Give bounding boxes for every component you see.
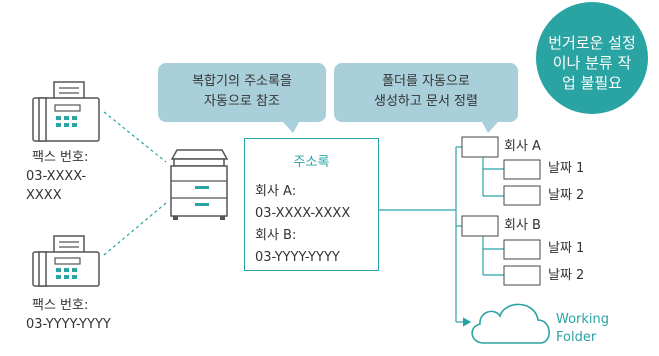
folder-box-company-b xyxy=(461,215,499,237)
address-entry-number-a: 03-XXXX-XXXX xyxy=(255,206,351,221)
callout-right-line-2: 생성하고 문서 정렬 xyxy=(374,94,478,109)
callout-left-tail xyxy=(283,122,299,133)
address-book-entries: 회사 A: 03-XXXX-XXXX 회사 B: 03-YYYY-YYYY xyxy=(255,181,350,269)
fax-top-label: 팩스 번호: xyxy=(32,150,89,165)
cloud-icon xyxy=(471,303,550,344)
callout-right-tail xyxy=(482,122,498,133)
dashed-link-bottom xyxy=(103,202,167,256)
tree-label-company-a: 회사 A xyxy=(504,139,541,154)
fax-bottom-number: 03-YYYY-YYYY xyxy=(26,317,111,332)
fax-label-bottom: 팩스 번호: 03-YYYY-YYYY xyxy=(26,296,116,334)
fax-top-number: 03-XXXX-XXXX xyxy=(26,169,87,203)
fax-machine-icon-top xyxy=(32,81,100,142)
tree-label-a-date2: 날짜 2 xyxy=(548,188,585,203)
fax-bottom-label: 팩스 번호: xyxy=(32,298,89,313)
address-book-panel: 주소록 회사 A: 03-XXXX-XXXX 회사 B: 03-YYYY-YYY… xyxy=(244,138,379,271)
callout-left-line-1: 복합기의 주소록을 xyxy=(192,74,292,89)
address-entry-company-b: 회사 B: xyxy=(255,228,297,243)
working-folder-line-1: Working xyxy=(556,312,610,327)
fax-label-top: 팩스 번호: 03-XXXX-XXXX xyxy=(26,148,116,205)
callout-address-book-reference: 복합기의 주소록을 자동으로 참조 xyxy=(158,63,326,122)
callout-left-line-2: 자동으로 참조 xyxy=(204,94,280,109)
folder-box-a-date1 xyxy=(503,159,541,180)
tree-label-company-b: 회사 B xyxy=(504,218,541,233)
folder-box-b-date1 xyxy=(503,239,541,260)
multifunction-printer-icon xyxy=(170,149,229,220)
callout-folder-creation: 폴더를 자동으로 생성하고 문서 정렬 xyxy=(334,63,518,122)
no-setup-badge: 번거로운 설정 이나 분류 작 업 불필요 xyxy=(536,2,648,114)
working-folder-line-2: Folder xyxy=(556,330,597,345)
badge-line-1: 번거로운 설정 xyxy=(548,34,636,52)
folder-box-b-date2 xyxy=(503,265,541,286)
address-book-title: 주소록 xyxy=(293,155,330,170)
folder-box-company-a xyxy=(461,136,499,158)
address-entry-number-b: 03-YYYY-YYYY xyxy=(255,250,340,265)
callout-right-line-1: 폴더를 자동으로 xyxy=(382,74,470,89)
dashed-link-top xyxy=(103,111,167,163)
badge-line-2: 이나 분류 작 xyxy=(552,54,632,72)
tree-label-b-date1: 날짜 1 xyxy=(548,241,585,256)
fax-machine-icon-bottom xyxy=(32,235,100,287)
badge-line-3: 업 불필요 xyxy=(562,74,622,92)
folder-box-a-date2 xyxy=(503,185,541,206)
working-folder-label: Working Folder xyxy=(556,311,609,347)
tree-label-b-date2: 날짜 2 xyxy=(548,268,585,283)
tree-label-a-date1: 날짜 1 xyxy=(548,161,585,176)
address-entry-company-a: 회사 A: xyxy=(255,184,297,199)
